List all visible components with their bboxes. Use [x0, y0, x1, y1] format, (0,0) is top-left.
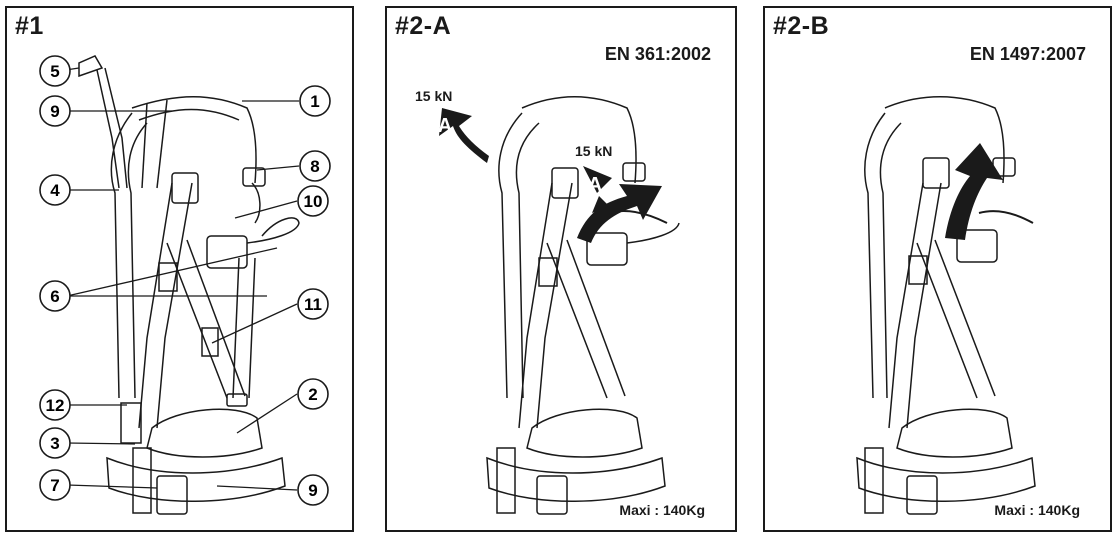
callout-number: 10	[304, 192, 323, 211]
callout-number: 9	[50, 102, 59, 121]
callout-circle	[297, 378, 329, 410]
callout-circle	[39, 280, 71, 312]
arrow-label: A	[588, 174, 602, 196]
panel-2a: #2-A EN 361:2002 15 kN 15 kN A A Ma	[385, 6, 737, 532]
panel-title: #1	[15, 12, 44, 40]
harness-diagram	[856, 96, 1036, 515]
standard-label: EN 361:2002	[604, 44, 711, 64]
callout-circle	[39, 389, 71, 421]
callout-number: 1	[310, 92, 319, 111]
callout-circle	[297, 474, 329, 506]
callout-number: 8	[310, 157, 319, 176]
panel-1: #1	[5, 6, 354, 532]
callout-circle	[39, 427, 71, 459]
callout-number: 2	[308, 385, 317, 404]
callout-number: 3	[50, 434, 59, 453]
callout-circle	[297, 288, 329, 320]
arrow-up-left-icon	[439, 108, 489, 163]
callout-circle	[39, 469, 71, 501]
arrow-mid-icon	[577, 184, 662, 243]
arrow-label: A	[438, 115, 452, 137]
harness-diagram: 5 9 1 8 4 10 6 11 12 2 3 7 9	[39, 55, 331, 515]
panel-title: #2-B	[773, 12, 830, 40]
callout-circle	[39, 174, 71, 206]
callout-number: 9	[308, 481, 317, 500]
callout-number: 5	[50, 62, 59, 81]
callout-number: 11	[304, 295, 322, 314]
callout-number: 12	[46, 396, 65, 415]
panel-2b: #2-B EN 1497:2007 Maxi : 140Kg	[763, 6, 1112, 532]
callout-circle	[299, 85, 331, 117]
callout-number: 4	[50, 181, 60, 200]
force-label-top: 15 kN	[415, 88, 453, 104]
callout-circle	[39, 95, 71, 127]
harness-diagram: A A	[438, 96, 680, 515]
callout-number: 7	[50, 476, 59, 495]
callout-circle	[297, 185, 329, 217]
callout-number: 6	[50, 287, 59, 306]
callout-circle	[299, 150, 331, 182]
harness-drawing	[78, 55, 300, 515]
arrow-up-icon	[945, 143, 1003, 240]
max-load-label: Maxi : 140Kg	[994, 502, 1080, 518]
standard-label: EN 1497:2007	[969, 44, 1086, 64]
force-label-mid: 15 kN	[575, 143, 613, 159]
panel-title: #2-A	[395, 12, 452, 40]
max-load-label: Maxi : 140Kg	[619, 502, 705, 518]
callout-circle	[39, 55, 71, 87]
